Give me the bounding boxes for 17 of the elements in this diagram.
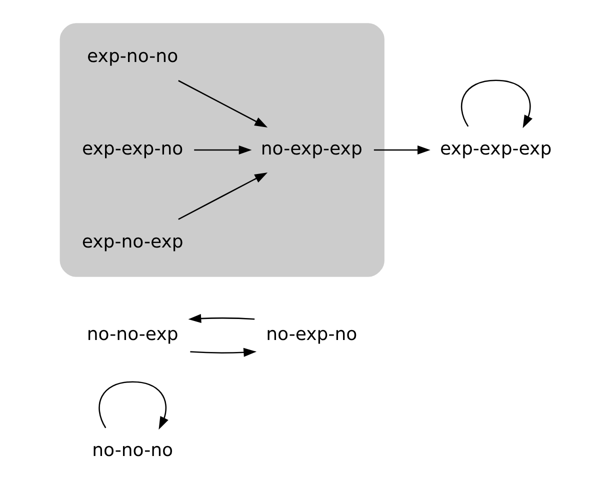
arrow: [190, 348, 257, 357]
arrow: [98, 381, 168, 430]
node-text: no-no-exp: [86, 324, 178, 346]
arrow: [461, 80, 533, 128]
node-text: no-exp-no: [266, 324, 358, 346]
node-text: exp-no-exp: [82, 231, 184, 252]
node-text: exp-no-no: [87, 46, 178, 67]
node-text: no-no-no: [92, 440, 174, 462]
cluster: [60, 23, 384, 277]
arrow: [178, 172, 268, 220]
node-text: exp-exp-no: [82, 138, 184, 160]
arrow: [178, 80, 268, 128]
arrow: [188, 314, 255, 324]
node-text: exp-exp-exp: [440, 138, 552, 160]
node-text: no-exp-exp: [260, 138, 362, 160]
arrow: [194, 145, 252, 154]
arrow: [374, 145, 430, 154]
